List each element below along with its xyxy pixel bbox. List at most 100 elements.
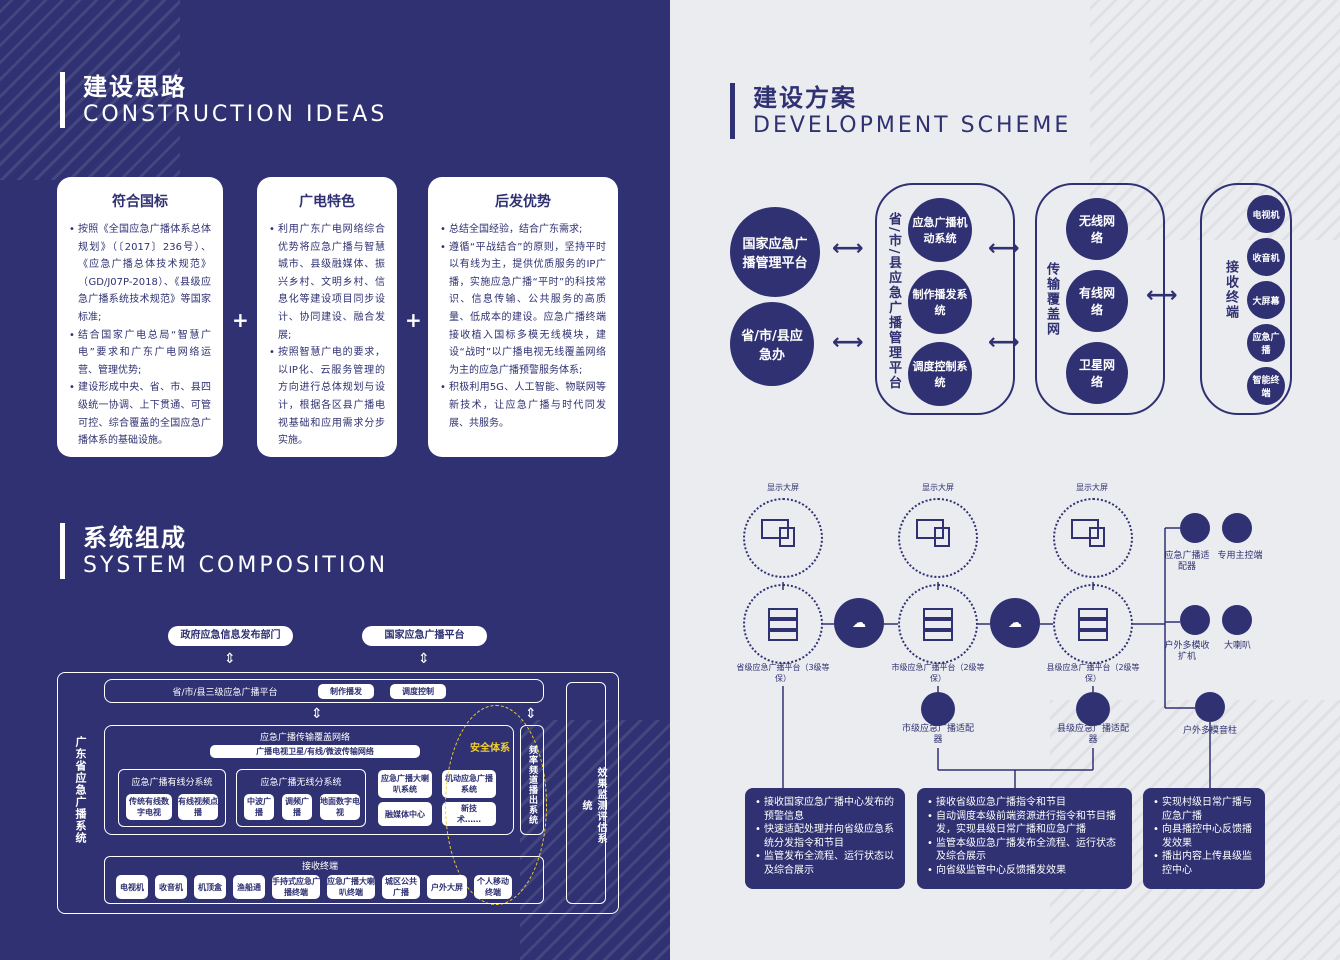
platform-circle [898,584,978,664]
village-desc-box: 实现村级日常广播与应急广播 向县播控中心反馈播发效果 播出内容上传县级监控中心 [1143,788,1265,889]
screen-circle [1053,498,1133,578]
card-item: 总结全国经验，结合广东需求; [440,221,606,239]
stripe-decoration [0,0,180,180]
desc-item: 播出内容上传县级监控中心 [1153,850,1257,877]
card-title: 符合国标 [112,194,168,210]
county-adapter-label: 县级应急广播适配器 [1056,724,1129,745]
adapter-icon [1180,513,1210,543]
outer-frame [57,672,619,914]
security-ellipse [445,705,547,905]
adapter-icon [921,692,955,726]
platform-item-node: 调度控制系统 [908,342,972,406]
platform-item-node: 应急广播机动系统 [908,198,972,262]
terminal-label: 接收终端 [1223,260,1238,320]
screen-circle [743,498,823,578]
card-item: 积极利用5G、人工智能、物联网等新技术，让应急广播与时代同发展、共服务。 [440,379,606,432]
double-arrow-icon: ⇕ [224,651,236,667]
network-item-node: 无线网络 [1066,198,1128,260]
platform-bar [104,679,544,703]
wireless-item: 中波广播 [244,794,274,820]
idea-card: 后发优势 总结全国经验，结合广东需求; 遵循“平战结合”的原则，坚持平时以有线为… [428,177,618,457]
monitor-icon [1071,519,1105,547]
national-platform-pill: 国家应急广播平台 [362,626,487,646]
county-platform-label: 县级应急广播平台（2级等保） [1046,663,1140,683]
receiver-icon [1180,605,1210,635]
double-arrow-icon: ⟷ [832,330,864,355]
network-label: 应急广播传输覆盖网络 [259,733,350,743]
city-platform-label: 市级应急广播平台（2级等保） [891,663,985,683]
double-arrow-icon: ⟷ [988,236,1020,261]
gov-dept-pill: 政府应急信息发布部门 [168,626,293,646]
monitor-icon [916,519,950,547]
network-item-node: 有线网络 [1066,270,1128,332]
screen-label: 显示大屏 [767,483,799,492]
scheme-title: 建设方案 DEVELOPMENT SCHEME [730,83,1071,139]
idea-card: 符合国标 按照《全国应急广播体系总体规划》（〔2017〕236号）、《应急广播总… [57,177,223,457]
terminal-node: 电视机 [1247,195,1285,233]
device-label: 应急广播适配器 [1164,551,1210,572]
produce-chip: 制作播发 [318,684,374,699]
card-item: 利用广东广电网络综合优势将应急广播与智慧城市、县级融媒体、振兴乡村、文明乡村、信… [269,221,385,344]
double-arrow-icon: ⟷ [1146,283,1178,308]
freq-label: 频率频道播出系统 [527,745,537,825]
terminal-frame [1200,183,1292,415]
prov-desc-box: 接收国家应急广播中心发布的预警信息 快速适配处理并向省级应急系统分发指令和节目 … [745,788,905,889]
wired-item: 有线视频点播 [178,794,218,820]
local-office-node: 省/市/县应急办 [730,302,814,386]
scheme-title-zh: 建设方案 [753,84,857,112]
card-title: 后发优势 [495,194,551,210]
side-label-right: 效果监测评估系统 [580,766,606,844]
device-label: 户外多模收扩机 [1164,641,1210,662]
wired-frame [118,769,226,827]
platform-frame [875,183,1015,415]
adapter-icon [1076,692,1110,726]
ideas-title-en: CONSTRUCTION IDEAS [83,102,388,127]
side-label-left: 广东省应急广播系统 [74,736,87,844]
security-label: 安全体系 [470,743,510,754]
system-title: 系统组成 SYSTEM COMPOSITION [60,523,388,579]
device-label: 大喇叭 [1223,641,1251,651]
ideas-title-zh: 建设思路 [83,73,187,101]
platform-circle [743,584,823,664]
national-platform-node: 国家应急广播管理平台 [730,207,820,297]
platform-circle [1053,584,1133,664]
card-item: 建设形成中央、省、市、县四级统一协调、上下贯通、可管可控、综合覆盖的全国应急广播… [69,379,211,449]
terminal-chip: 电视机 [116,875,148,899]
desc-item: 接收国家应急广播中心发布的预警信息 [755,796,897,823]
monitor-frame [566,682,606,904]
platform-label: 省/市/县应急广播管理平台 [886,212,901,391]
wired-title: 应急广播有线分系统 [131,778,213,788]
console-icon [1222,513,1252,543]
device-label: 专用主控端 [1217,551,1263,561]
network-sub-chip: 广播电视卫星/有线/微波传输网络 [210,745,420,758]
left-page: 建设思路 CONSTRUCTION IDEAS 符合国标 按照《全国应急广播体系… [0,0,670,960]
receive-frame [104,856,544,904]
double-arrow-icon: ⟷ [988,330,1020,355]
desc-item: 快速适配处理并向省级应急系统分发指令和节目 [755,823,897,850]
system-title-en: SYSTEM COMPOSITION [83,553,389,578]
extra-item: 融媒体中心 [378,802,432,826]
terminal-chip: 收音机 [155,875,187,899]
device-label: 户外多模音柱 [1182,726,1237,736]
wireless-item: 调频广播 [282,794,312,820]
terminal-chip: 渔船通 [233,875,265,899]
double-arrow-icon: ⇕ [525,706,537,722]
screen-label: 显示大屏 [1076,483,1108,492]
desc-item: 向县播控中心反馈播发效果 [1153,823,1257,850]
screen-circle [898,498,978,578]
stripe-decoration [520,720,670,960]
desc-item: 监管本级应急广播发布全流程、运行状态及综合展示 [927,837,1124,864]
card-item: 遵循“平战结合”的原则，坚持平时以有线为主，提供优质服务的IP广播，实施应急广播… [440,239,606,380]
card-title: 广电特色 [299,194,355,210]
horn-icon [1222,605,1252,635]
right-page: 建设方案 DEVELOPMENT SCHEME 国家应急广播管理平台 省/市/县… [670,0,1340,960]
plus-icon: + [232,308,249,332]
terminal-chip: 应急广播大喇叭终端 [327,875,375,899]
extra-item: 应急广播大喇叭系统 [378,770,432,798]
platform-item-node: 制作播发系统 [908,270,972,334]
prov-platform-label: 省级应急广播平台（3级等保） [736,663,830,683]
card-item: 按照《全国应急广播体系总体规划》（〔2017〕236号）、《应急广播总体技术规范… [69,221,211,327]
double-arrow-icon: ⇕ [311,706,323,722]
terminal-node: 智能终端 [1247,367,1285,405]
desc-item: 实现村级日常广播与应急广播 [1153,796,1257,823]
